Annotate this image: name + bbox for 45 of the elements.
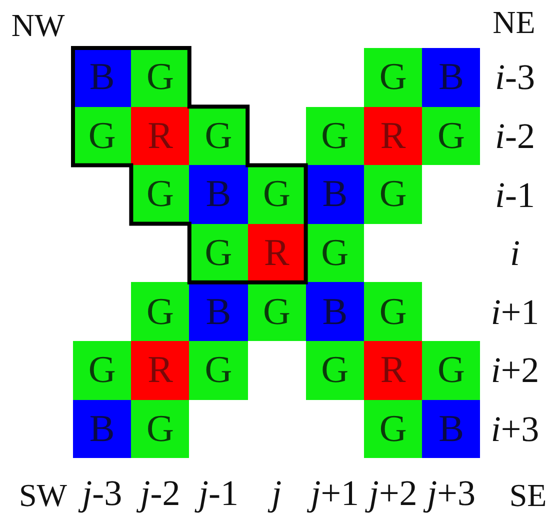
pixel-tile: G	[189, 106, 248, 166]
pixel-tile: B	[189, 165, 248, 224]
row-label: i-2	[495, 118, 535, 154]
direction-label: NE	[492, 6, 536, 38]
pixel-tile: G	[189, 224, 248, 282]
pixel-tile: B	[73, 48, 132, 107]
highlight-outline	[71, 46, 308, 284]
row-label: i+3	[490, 410, 540, 447]
pixel-tile: R	[131, 106, 190, 166]
pixel-tile: R	[364, 341, 422, 400]
row-label: i-3	[495, 59, 535, 96]
pixel-tile: B	[73, 400, 132, 458]
pixel-tile: G	[306, 341, 364, 400]
row-label: i	[510, 235, 520, 272]
pixel-tile: R	[364, 106, 422, 166]
pixel-tile: B	[422, 48, 480, 107]
direction-label: NW	[11, 9, 65, 41]
row-label: i+2	[490, 352, 540, 388]
pixel-tile: G	[364, 400, 422, 458]
pixel-tile: G	[73, 341, 132, 400]
pixel-tile: G	[131, 400, 190, 458]
pixel-tile: G	[364, 165, 422, 224]
pixel-tile: G	[131, 48, 190, 107]
pixel-tile: G	[306, 224, 364, 282]
pixel-tile: G	[131, 165, 190, 224]
pixel-tile: G	[189, 341, 248, 400]
direction-label: SE	[509, 479, 547, 511]
pixel-tile: R	[131, 341, 190, 400]
pixel-tile: G	[364, 48, 422, 107]
direction-label: SW	[19, 479, 67, 511]
pixel-tile: B	[306, 282, 364, 341]
pixel-tile: B	[306, 165, 364, 224]
pixel-tile: G	[306, 106, 364, 166]
pixel-tile: G	[131, 282, 190, 341]
pixel-tile: G	[364, 282, 422, 341]
pixel-tile: G	[73, 106, 132, 166]
pixel-tile: B	[189, 282, 248, 341]
pixel-tile: R	[248, 224, 306, 282]
pixel-tile: G	[422, 106, 480, 166]
pixel-tile: G	[422, 341, 480, 400]
pixel-tile: B	[422, 400, 480, 458]
pixel-tile: G	[248, 282, 306, 341]
pixel-tile: G	[248, 165, 306, 224]
row-label: i-1	[495, 176, 535, 212]
row-label: i+1	[490, 294, 540, 330]
